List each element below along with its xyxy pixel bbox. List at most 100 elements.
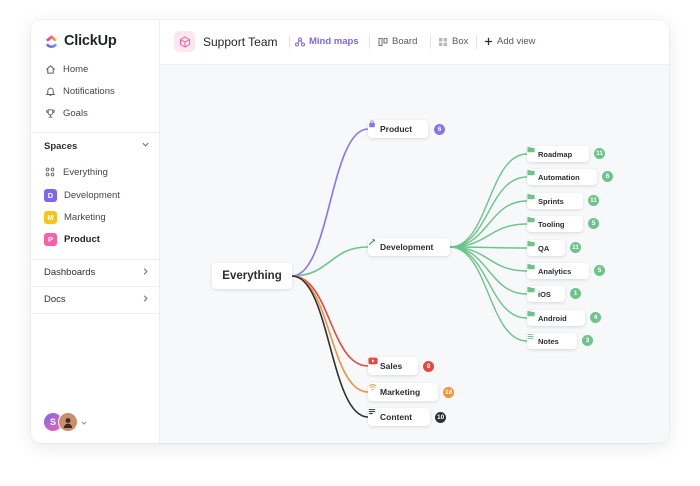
chevron-down-icon[interactable] [141, 140, 150, 151]
space-badge: D [44, 189, 57, 202]
space-badge: M [44, 211, 57, 224]
count-badge: 1 [570, 288, 581, 299]
sidebar-item-label: Notifications [63, 85, 115, 97]
branch-label: Content [380, 412, 413, 422]
chevron-right-icon[interactable] [141, 294, 150, 305]
header-divider [476, 35, 477, 49]
tab-label: Mind maps [309, 36, 359, 47]
board-icon [378, 37, 388, 47]
app-window: ClickUp Home Notifications Goals Spaces [31, 20, 669, 443]
child-node-automation[interactable]: Automation [527, 169, 597, 185]
tab-label: Box [452, 36, 469, 47]
sidebar-item-everything[interactable]: Everything [44, 166, 108, 178]
user-menu[interactable]: S [44, 412, 87, 432]
branch-node-product[interactable]: Product [368, 120, 428, 138]
tab-box[interactable]: Box [438, 36, 468, 47]
branch-node-sales[interactable]: Sales [368, 357, 418, 375]
count-badge: 3 [582, 335, 593, 346]
space-item-development[interactable]: D Development [44, 189, 120, 202]
connector-development [291, 246, 369, 277]
branch-node-marketing[interactable]: Marketing [368, 383, 438, 401]
sidebar-item-notifications[interactable]: Notifications [44, 85, 115, 97]
mind-map-canvas[interactable]: Everything Product 6 Development Sales 8 [160, 65, 669, 443]
team-name: Support Team [203, 34, 278, 49]
connector-sprints [449, 200, 528, 248]
space-label: Marketing [64, 212, 106, 223]
team-title[interactable]: Support Team [174, 31, 278, 52]
header-divider [430, 35, 431, 49]
root-label: Everything [222, 270, 282, 282]
connector-product [291, 128, 369, 277]
tab-mind-maps[interactable]: Mind maps [295, 36, 359, 47]
count-badge: 6 [434, 124, 445, 135]
tab-board[interactable]: Board [378, 36, 417, 47]
add-view-button[interactable]: Add view [484, 36, 536, 47]
branch-label: Development [380, 242, 434, 252]
space-item-marketing[interactable]: M Marketing [44, 211, 106, 224]
count-badge: 6 [602, 171, 613, 182]
child-label: Sprints [538, 196, 564, 206]
bell-icon [44, 85, 56, 97]
sidebar-item-dashboards[interactable]: Dashboards [44, 267, 96, 278]
count-badge: 11 [594, 148, 605, 159]
branch-label: Sales [380, 361, 403, 371]
space-badge: P [44, 233, 57, 246]
child-node-android[interactable]: Android [527, 310, 585, 326]
child-node-notes[interactable]: Notes [527, 333, 577, 349]
sidebar-divider [31, 132, 159, 133]
count-badge: 5 [594, 265, 605, 276]
child-label: QA [538, 243, 550, 253]
space-item-product[interactable]: P Product [44, 233, 100, 246]
mind-map-connectors [291, 128, 528, 418]
mind-map-root-node[interactable]: Everything [212, 263, 292, 289]
count-badge: 11 [588, 195, 599, 206]
child-node-sprints[interactable]: Sprints [527, 193, 583, 209]
avatar: S [44, 413, 62, 431]
branch-label: Marketing [380, 387, 421, 397]
plus-icon [484, 37, 493, 46]
connector-automation [449, 176, 528, 248]
connector-notes [449, 246, 528, 342]
home-icon [44, 63, 56, 75]
branch-node-content[interactable]: Content [368, 408, 430, 426]
child-label: Automation [538, 172, 580, 182]
child-label: Roadmap [538, 149, 573, 159]
sidebar-item-goals[interactable]: Goals [44, 107, 88, 119]
avatar-photo [58, 412, 78, 432]
child-label: Android [538, 313, 567, 323]
sidebar-divider [31, 286, 159, 287]
branch-node-development[interactable]: Development [368, 238, 450, 256]
child-node-ios[interactable]: iOS [527, 286, 565, 302]
connector-roadmap [449, 153, 528, 248]
count-badge: 11 [570, 242, 581, 253]
child-label: Notes [538, 336, 559, 346]
count-badge: 8 [423, 361, 434, 372]
trophy-icon [44, 107, 56, 119]
sidebar-divider [31, 313, 159, 314]
grid-icon [44, 166, 56, 178]
sidebar-divider [31, 259, 159, 260]
tab-label: Add view [497, 36, 536, 47]
spaces-title[interactable]: Spaces [44, 141, 78, 152]
connector-sales [291, 275, 369, 367]
connector-android [449, 246, 528, 319]
clickup-logo-icon [45, 34, 58, 48]
space-label: Development [64, 190, 120, 201]
sidebar-item-label: Everything [63, 166, 108, 178]
tab-label: Board [392, 36, 418, 47]
chevron-right-icon[interactable] [141, 267, 150, 278]
sidebar: ClickUp Home Notifications Goals Spaces [31, 20, 160, 443]
sidebar-item-home[interactable]: Home [44, 63, 88, 75]
child-node-qa[interactable]: QA [527, 240, 565, 256]
child-node-roadmap[interactable]: Roadmap [527, 146, 589, 162]
box-icon [438, 37, 448, 47]
sidebar-item-label: Home [63, 63, 89, 75]
connector-marketing [291, 275, 369, 393]
count-badge: 4 [590, 312, 601, 323]
child-node-tooling[interactable]: Tooling [527, 216, 583, 232]
count-badge: 5 [588, 218, 599, 229]
sidebar-item-docs[interactable]: Docs [44, 294, 66, 305]
child-node-analytics[interactable]: Analytics [527, 263, 589, 279]
clickup-logo[interactable]: ClickUp [44, 33, 117, 49]
sidebar-item-label: Goals [63, 107, 88, 119]
